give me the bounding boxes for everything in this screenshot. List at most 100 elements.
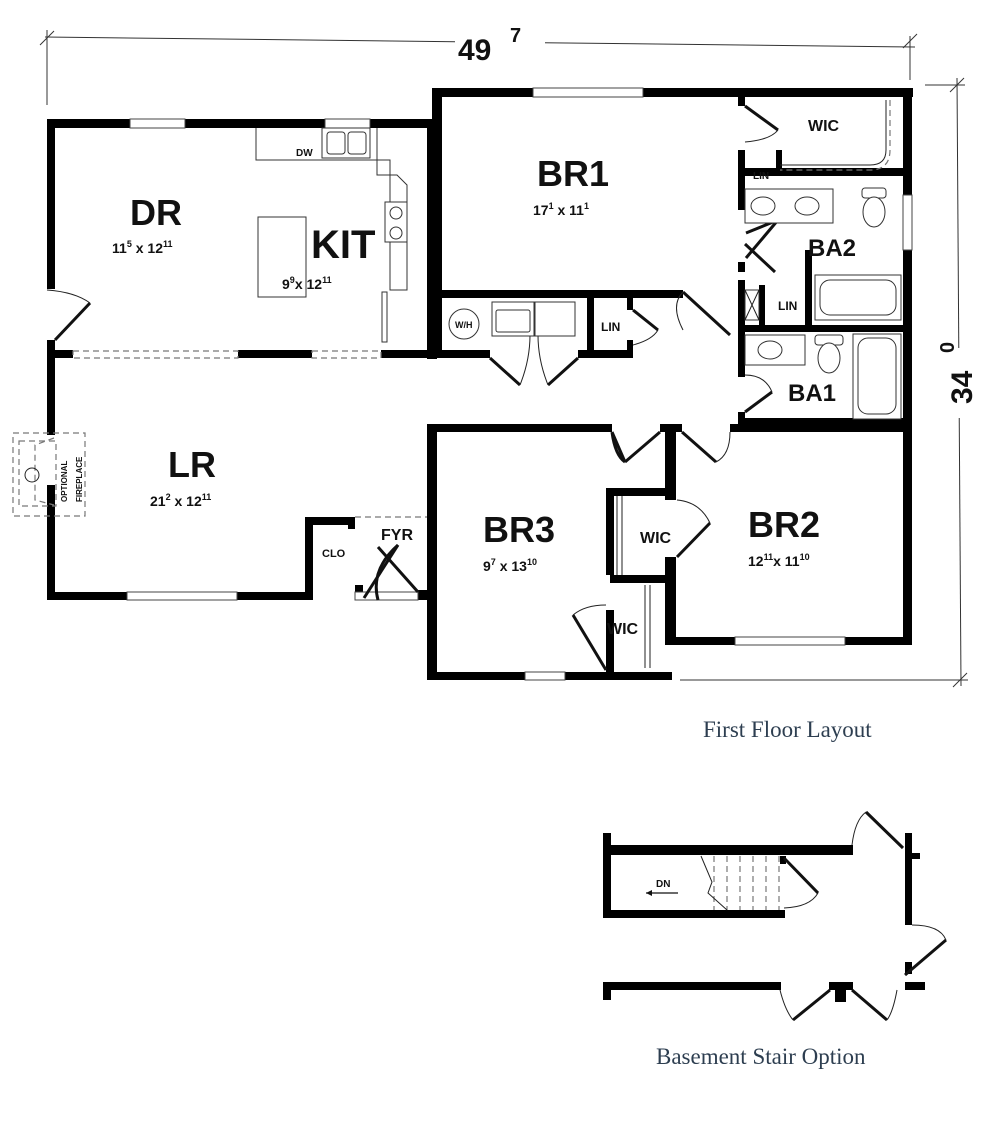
wall [185, 119, 325, 128]
wall [370, 119, 437, 128]
wall [738, 150, 745, 210]
depth-dimension: 34 0 [680, 77, 979, 688]
wall [348, 517, 355, 529]
optional-fireplace: OPTIONAL FIREPLACE [12, 432, 86, 517]
wall [905, 833, 912, 925]
wic-br3: WIC [607, 621, 639, 638]
wall [237, 592, 310, 600]
wall [738, 262, 745, 272]
wall [905, 962, 912, 974]
window [129, 118, 186, 129]
window [734, 636, 846, 646]
windows [126, 87, 913, 681]
wall [780, 856, 786, 864]
wall [305, 517, 355, 525]
laundry-fixtures: W/H [448, 301, 576, 340]
wall [381, 350, 437, 358]
wall [238, 350, 312, 358]
walls [47, 88, 913, 680]
wall [47, 350, 73, 358]
dryer-icon [534, 301, 576, 337]
wall [427, 672, 525, 680]
width-dimension: 49 7 [39, 24, 918, 105]
clo-label: CLO [322, 548, 346, 560]
wall [603, 982, 781, 990]
water-heater-icon [448, 308, 480, 340]
wall [603, 910, 785, 918]
first-floor-caption: First Floor Layout [703, 717, 872, 742]
room-ba2: BA2 [808, 235, 856, 262]
fireplace-label-1: OPTIONAL [60, 461, 69, 502]
wall [665, 557, 676, 645]
room-ba1: BA1 [788, 380, 836, 407]
wall [305, 517, 313, 600]
wall [845, 637, 912, 645]
wall [738, 332, 745, 377]
wall [587, 298, 594, 358]
room-br2-dims: 1211x 1110 [748, 552, 810, 569]
wall [627, 340, 633, 358]
basement-caption: Basement Stair Option [656, 1044, 866, 1069]
arrow-left-icon [646, 890, 652, 896]
wall [905, 982, 925, 990]
refrigerator-icon [381, 291, 388, 343]
wall [759, 285, 765, 332]
window [126, 591, 238, 601]
wh-label: W/H [455, 320, 473, 330]
wall [47, 592, 127, 600]
lin-bath: LIN [778, 299, 797, 313]
kitchen-fixtures: DW [255, 127, 408, 343]
room-kit: KIT [311, 223, 375, 267]
room-labels: DR 115 x 1211 KIT 99x 1211 LR 212 x 1211… [112, 118, 856, 638]
fyr-label: FYR [381, 527, 413, 544]
room-lr: LR [168, 444, 216, 485]
window [524, 671, 566, 681]
depth-inches: 0 [937, 342, 959, 353]
wall [47, 119, 130, 128]
wall [665, 424, 676, 500]
wall [627, 298, 633, 310]
room-br1-dims: 171 x 111 [533, 201, 589, 218]
wall [578, 350, 633, 358]
width-feet: 49 [458, 34, 491, 67]
stairs [700, 855, 780, 911]
wall [606, 488, 614, 575]
openings [72, 100, 891, 668]
wall [672, 637, 735, 645]
depth-feet: 34 [946, 370, 979, 404]
wic-br1: WIC [808, 118, 840, 135]
room-br2: BR2 [748, 504, 820, 545]
wall [738, 96, 745, 106]
wall [47, 119, 55, 289]
wall [738, 418, 905, 426]
wall [440, 350, 490, 358]
wall [440, 290, 683, 298]
lin-wic: LIN [753, 171, 769, 182]
room-dr: DR [130, 192, 182, 233]
lin-hall: LIN [601, 320, 620, 334]
wall [603, 982, 611, 1000]
wall [432, 88, 442, 358]
wall [835, 982, 846, 1002]
fireplace-label-2: FIREPLACE [75, 456, 84, 502]
room-kit-dims: 99x 1211 [282, 275, 332, 292]
dw-label: DW [296, 148, 313, 159]
window [532, 87, 644, 98]
window [354, 591, 419, 601]
window [902, 194, 913, 251]
wall [606, 610, 614, 672]
bath-fixtures [744, 187, 902, 420]
wall [643, 88, 913, 97]
kitchen-island [257, 216, 307, 298]
wall [427, 424, 612, 432]
wall [903, 88, 912, 195]
wall [606, 488, 668, 496]
wall [603, 845, 853, 855]
room-lr-dims: 212 x 1211 [150, 492, 211, 509]
wall [805, 250, 812, 332]
wall [738, 280, 745, 332]
wall [418, 590, 432, 600]
room-br1: BR1 [537, 153, 609, 194]
wic-br2: WIC [640, 530, 672, 547]
